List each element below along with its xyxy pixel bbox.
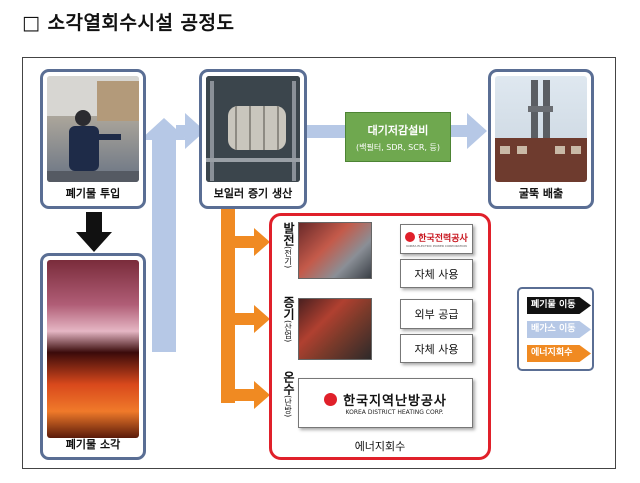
boiler-card: 보일러 증기 생산 <box>199 69 307 209</box>
page-title: □ 소각열회수시설 공정도 <box>22 12 235 34</box>
energy-trunk <box>221 208 235 403</box>
waste-input-label: 폐기물 투입 <box>65 187 121 200</box>
chimney-image <box>495 80 587 182</box>
energy-arrow-power <box>235 228 270 256</box>
worker-image <box>47 76 139 182</box>
gas-arrow-to-apc <box>306 125 346 138</box>
boiler-photo <box>206 76 300 182</box>
hot-water-sublabel: (난방) <box>283 395 293 418</box>
kdhc-english: KOREA DISTRICT HEATING CORP. <box>345 409 444 416</box>
kdhc-name: 한국지역난방공사 <box>343 394 447 409</box>
steam-label: 증기 <box>281 296 296 320</box>
incineration-photo <box>47 260 139 438</box>
air-pollution-title: 대기저감설비 <box>367 124 429 137</box>
steam-label-group: 증기 (산업) <box>280 296 296 342</box>
kdhc-logo: 한국지역난방공사 KOREA DISTRICT HEATING CORP. <box>298 378 473 428</box>
air-pollution-detail: (백필터, SDR, SCR, 등) <box>356 143 440 152</box>
incineration-card: 폐기물 소각 <box>40 253 146 460</box>
power-sublabel: (전기) <box>283 246 293 269</box>
energy-arrow-steam <box>235 305 270 333</box>
energy-arrow-hotwater <box>221 381 270 409</box>
kdhc-emblem-icon <box>324 393 338 406</box>
waste-arrow-down <box>76 212 112 252</box>
power-label-group: 발전 (전기) <box>280 222 296 268</box>
boiler-image <box>206 76 300 182</box>
air-pollution-control-box: 대기저감설비 (백필터, SDR, SCR, 등) <box>345 112 451 162</box>
legend-waste-flow: 폐기물 이동 <box>527 297 591 314</box>
external-supply-box: 외부 공급 <box>400 299 473 329</box>
kepco-english: KOREA ELECTRIC POWER CORPORATION <box>406 243 467 248</box>
legend-gas-flow: 배가스 이동 <box>527 321 591 338</box>
waste-input-card: 폐기물 투입 <box>40 69 146 209</box>
power-label: 발전 <box>281 222 296 246</box>
kepco-logo: 한국전력공사 KOREA ELECTRIC POWER CORPORATION <box>400 224 473 254</box>
hot-water-label: 온수 <box>281 371 296 395</box>
generator-photo <box>298 222 372 279</box>
gas-arrow-to-boiler <box>176 113 205 149</box>
stack-card: 굴뚝 배출 <box>488 69 594 209</box>
steam-sublabel: (산업) <box>283 320 293 343</box>
incineration-label: 폐기물 소각 <box>65 438 121 451</box>
gas-arrow-up <box>140 118 188 352</box>
waste-input-photo <box>47 76 139 182</box>
legend: 폐기물 이동 배가스 이동 에너지회수 <box>517 287 594 371</box>
energy-recovery-label: 에너지회수 <box>354 440 406 453</box>
boiler-label: 보일러 증기 생산 <box>213 187 293 200</box>
self-use-box-1: 자체 사용 <box>400 259 473 288</box>
legend-energy-recovery: 에너지회수 <box>527 345 591 362</box>
gas-arrow-to-stack <box>449 113 487 149</box>
kepco-emblem-icon <box>405 232 416 242</box>
stack-photo <box>495 76 587 182</box>
steam-plant-photo <box>298 298 372 360</box>
hot-water-label-group: 온수 (난방) <box>280 371 296 417</box>
stack-label: 굴뚝 배출 <box>518 187 564 200</box>
kepco-name: 한국전력공사 <box>418 233 468 244</box>
self-use-box-2: 자체 사용 <box>400 334 473 363</box>
